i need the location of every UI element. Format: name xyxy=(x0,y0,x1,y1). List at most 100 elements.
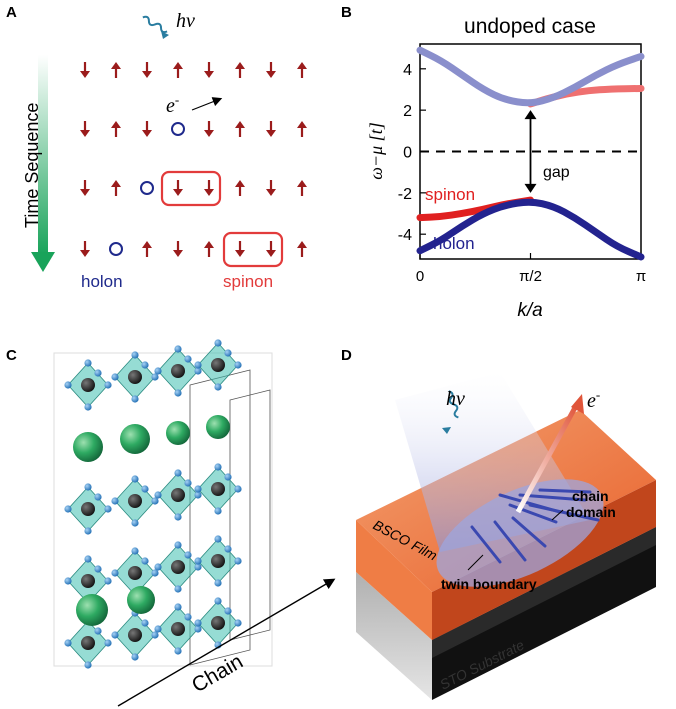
chain-label: Chain xyxy=(188,650,247,697)
oxygen-atom xyxy=(104,577,112,585)
oxygen-atom xyxy=(131,475,139,483)
oxygen-atom xyxy=(174,345,182,353)
center-atom xyxy=(171,560,185,574)
oxygen-atom xyxy=(131,395,139,403)
spin-down-arrow xyxy=(173,180,183,196)
oxygen-atom xyxy=(174,513,182,521)
oxygen-atom xyxy=(131,351,139,359)
oxygen-atom xyxy=(131,653,139,661)
y-axis-label: ω−μ [t] xyxy=(366,122,386,179)
large-atom xyxy=(127,586,155,614)
oxygen-atom xyxy=(174,541,182,549)
oxygen-atom xyxy=(104,381,112,389)
electron-arrow xyxy=(191,97,223,111)
panel-d: D hν xyxy=(341,347,656,700)
center-atom xyxy=(128,370,142,384)
electron-label-d: e- xyxy=(587,387,600,412)
center-atom xyxy=(128,566,142,580)
oxygen-atom xyxy=(194,625,202,633)
oxygen-atom xyxy=(84,483,92,491)
oxygen-atom xyxy=(151,497,159,505)
panel-label-d: D xyxy=(341,347,352,364)
spin-up-arrow xyxy=(235,62,245,78)
spin-down-arrow xyxy=(204,180,214,196)
spin-down-arrow xyxy=(142,62,152,78)
panel-c: C Chain xyxy=(6,339,336,707)
oxygen-atom xyxy=(184,613,192,621)
oxygen-atom xyxy=(84,555,92,563)
spin-down-arrow xyxy=(235,241,245,257)
x-axis-label: k/a xyxy=(517,300,542,321)
spin-up-arrow xyxy=(297,180,307,196)
gap-arrowhead-top xyxy=(524,110,537,120)
oxygen-atom xyxy=(224,349,232,357)
substrate-slab xyxy=(356,527,656,700)
y-tick-label: 4 xyxy=(403,62,412,79)
oxygen-atom xyxy=(194,485,202,493)
oxygen-atom xyxy=(184,551,192,559)
oxygen-atom xyxy=(141,361,149,369)
spin-lattice xyxy=(80,62,307,257)
y-tick-label: -2 xyxy=(398,186,412,203)
spin-up-arrow xyxy=(235,180,245,196)
spin-down-arrow xyxy=(80,62,90,78)
oxygen-atom xyxy=(131,519,139,527)
large-atom xyxy=(76,594,108,626)
y-tick-label: 2 xyxy=(403,103,412,120)
spin-down-arrow xyxy=(266,62,276,78)
center-atom xyxy=(211,616,225,630)
spin-up-arrow xyxy=(173,62,183,78)
oxygen-atom xyxy=(184,355,192,363)
oxygen-atom xyxy=(151,569,159,577)
spin-up-arrow xyxy=(111,180,121,196)
oxygen-atom xyxy=(194,557,202,565)
spin-down-arrow xyxy=(80,180,90,196)
oxygen-atom xyxy=(214,463,222,471)
spinon-box-1 xyxy=(160,170,222,207)
oxygen-atom xyxy=(214,535,222,543)
oxygen-atom xyxy=(154,491,162,499)
oxygen-atom xyxy=(194,619,202,627)
oxygen-atom xyxy=(234,485,242,493)
spin-up-arrow xyxy=(204,241,214,257)
chain-domain-pointer xyxy=(551,509,564,521)
oxygen-atom xyxy=(94,493,102,501)
panel-label-c: C xyxy=(6,347,17,364)
gap-arrowhead-bottom xyxy=(524,183,537,193)
oxygen-atom xyxy=(174,647,182,655)
center-atom xyxy=(128,628,142,642)
holon-label-a: holon xyxy=(81,272,123,291)
oxygen-atom xyxy=(234,361,242,369)
center-atom xyxy=(81,636,95,650)
oxygen-atom xyxy=(111,569,119,577)
spin-down-arrow xyxy=(142,121,152,137)
oxygen-atom xyxy=(214,579,222,587)
electron-label: e- xyxy=(166,92,179,117)
spinon-label-a: spinon xyxy=(223,272,273,291)
large-atom xyxy=(166,421,190,445)
oxygen-atom xyxy=(154,625,162,633)
oxygen-atom xyxy=(64,381,72,389)
panel-label-a: A xyxy=(6,4,17,21)
center-atom xyxy=(171,622,185,636)
center-atom xyxy=(171,488,185,502)
y-tick-label: -4 xyxy=(398,227,412,244)
oxygen-atom xyxy=(224,607,232,615)
spin-down-arrow xyxy=(80,241,90,257)
center-atom xyxy=(211,482,225,496)
oxygen-atom xyxy=(64,505,72,513)
spin-up-arrow xyxy=(111,62,121,78)
y-tick-label: 0 xyxy=(403,145,412,162)
panel-label-b: B xyxy=(341,4,352,21)
oxygen-atom xyxy=(141,557,149,565)
center-atom xyxy=(128,494,142,508)
oxygen-atom xyxy=(111,373,119,381)
spinon-label-b: spinon xyxy=(425,185,475,204)
oxygen-atom xyxy=(151,631,159,639)
holon-lower-series xyxy=(416,198,645,261)
center-atom xyxy=(81,378,95,392)
oxygen-atom xyxy=(194,491,202,499)
oxygen-atom xyxy=(174,603,182,611)
